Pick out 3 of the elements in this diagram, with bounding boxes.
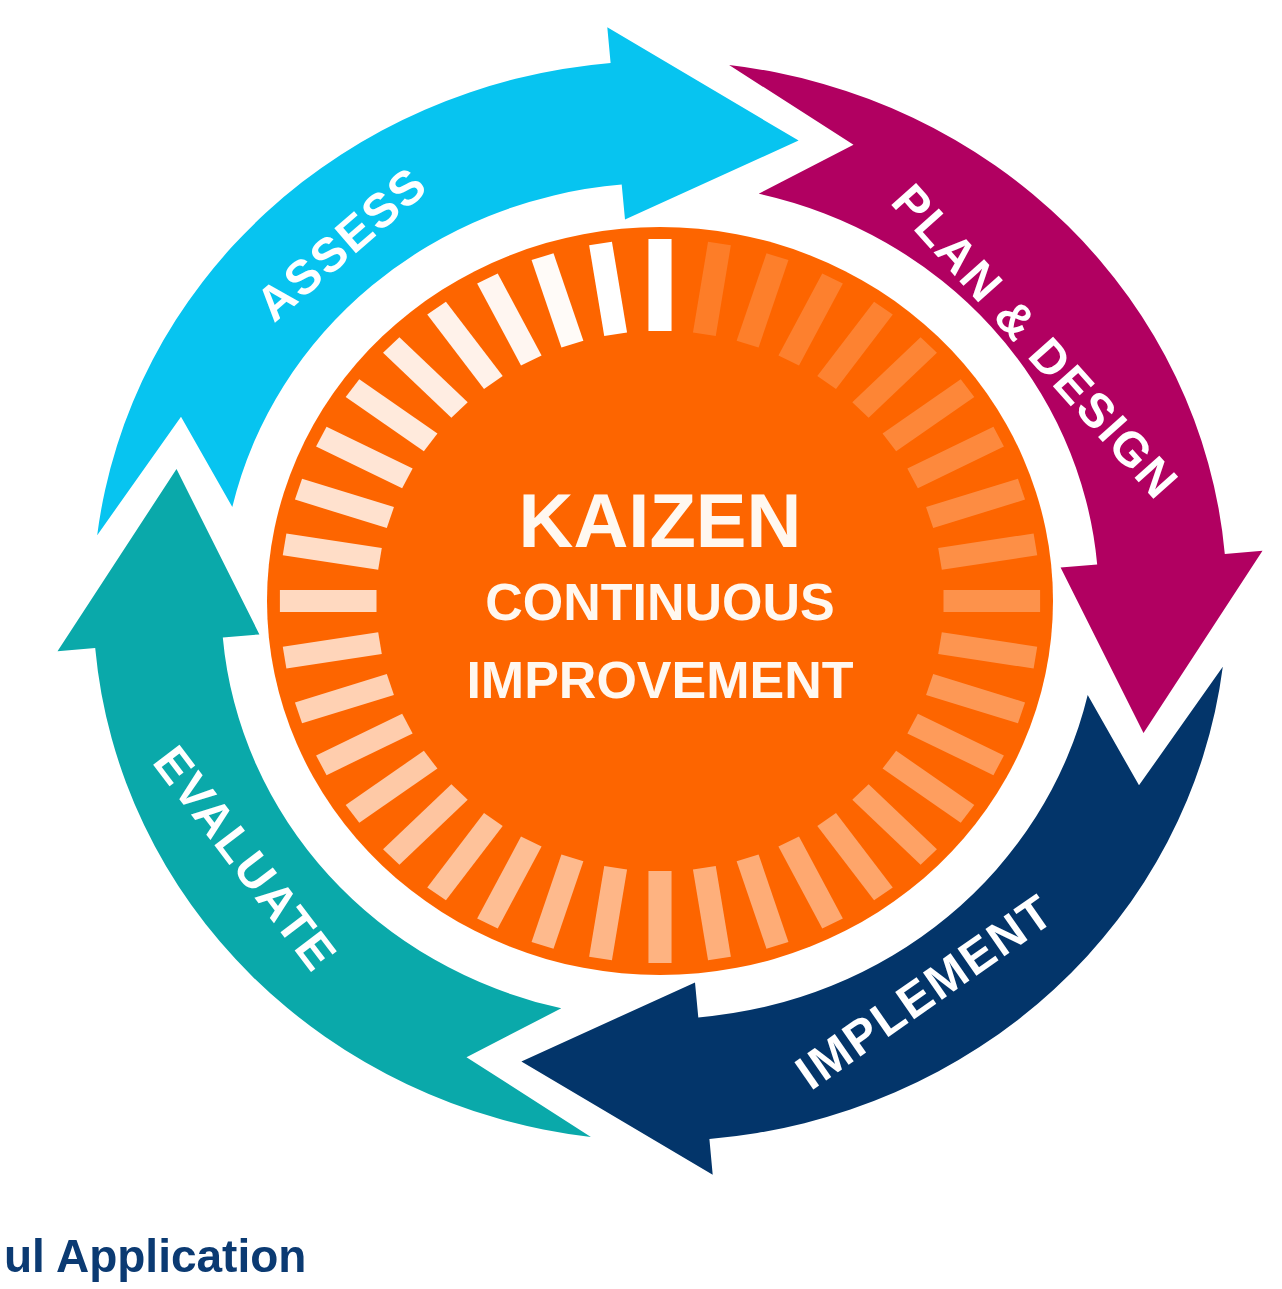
circle-title: KAIZEN [518, 483, 802, 559]
section-heading: ul Application [4, 1230, 307, 1283]
circle-subtitle: CONTINUOUS IMPROVEMENT [465, 572, 855, 711]
